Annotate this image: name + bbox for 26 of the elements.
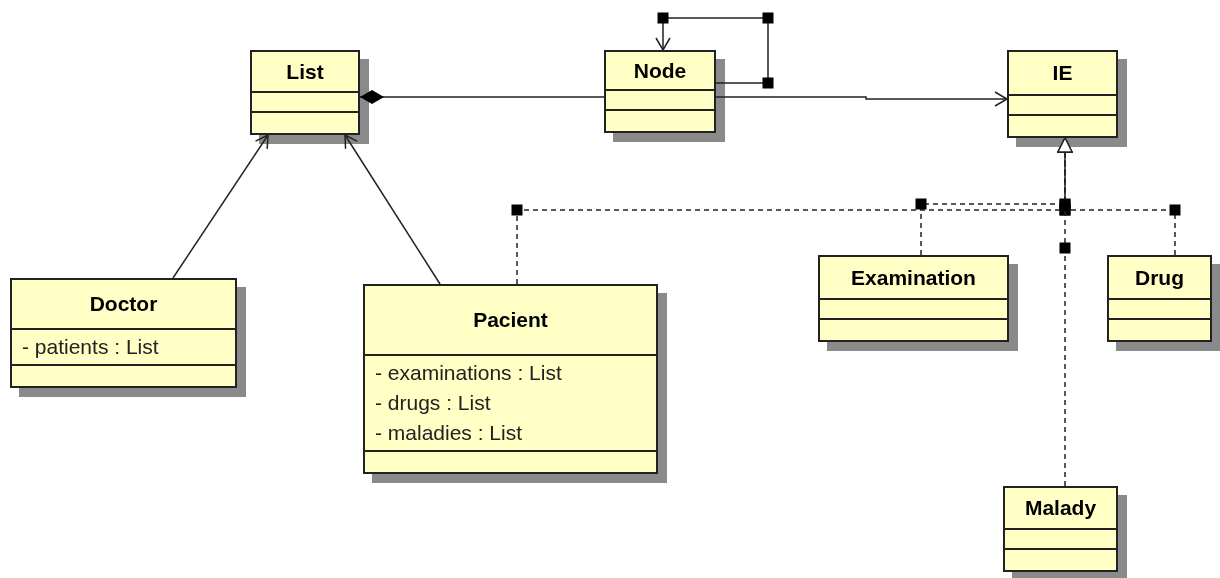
class-name: Doctor <box>89 291 158 318</box>
realization-arrow <box>1057 137 1073 487</box>
class-name: IE <box>1052 60 1073 87</box>
class-box <box>1107 255 1212 342</box>
class-name: Drug <box>1135 264 1184 291</box>
class-name: Examination <box>851 264 976 291</box>
attribute-text: - patients : List <box>22 334 160 360</box>
association-arrow <box>715 91 1008 107</box>
class-name: List <box>286 58 324 85</box>
attribute-text: - drugs : List <box>375 390 492 416</box>
class-name: Node <box>633 57 687 84</box>
class-box <box>604 50 716 133</box>
attribute-text: - examinations : List <box>375 360 563 386</box>
class-box <box>818 255 1009 342</box>
class-box <box>363 284 658 474</box>
association-arrow <box>344 134 441 285</box>
class-box <box>250 50 360 135</box>
attribute-text: - maladies : List <box>375 420 524 446</box>
association-arrow <box>655 12 774 89</box>
composition-line <box>359 90 605 104</box>
class-name: Malady <box>1024 495 1097 522</box>
class-box <box>1007 50 1118 138</box>
association-arrow <box>172 134 269 279</box>
class-box <box>10 278 237 388</box>
class-name: Pacient <box>473 307 548 334</box>
class-box <box>1003 486 1118 572</box>
